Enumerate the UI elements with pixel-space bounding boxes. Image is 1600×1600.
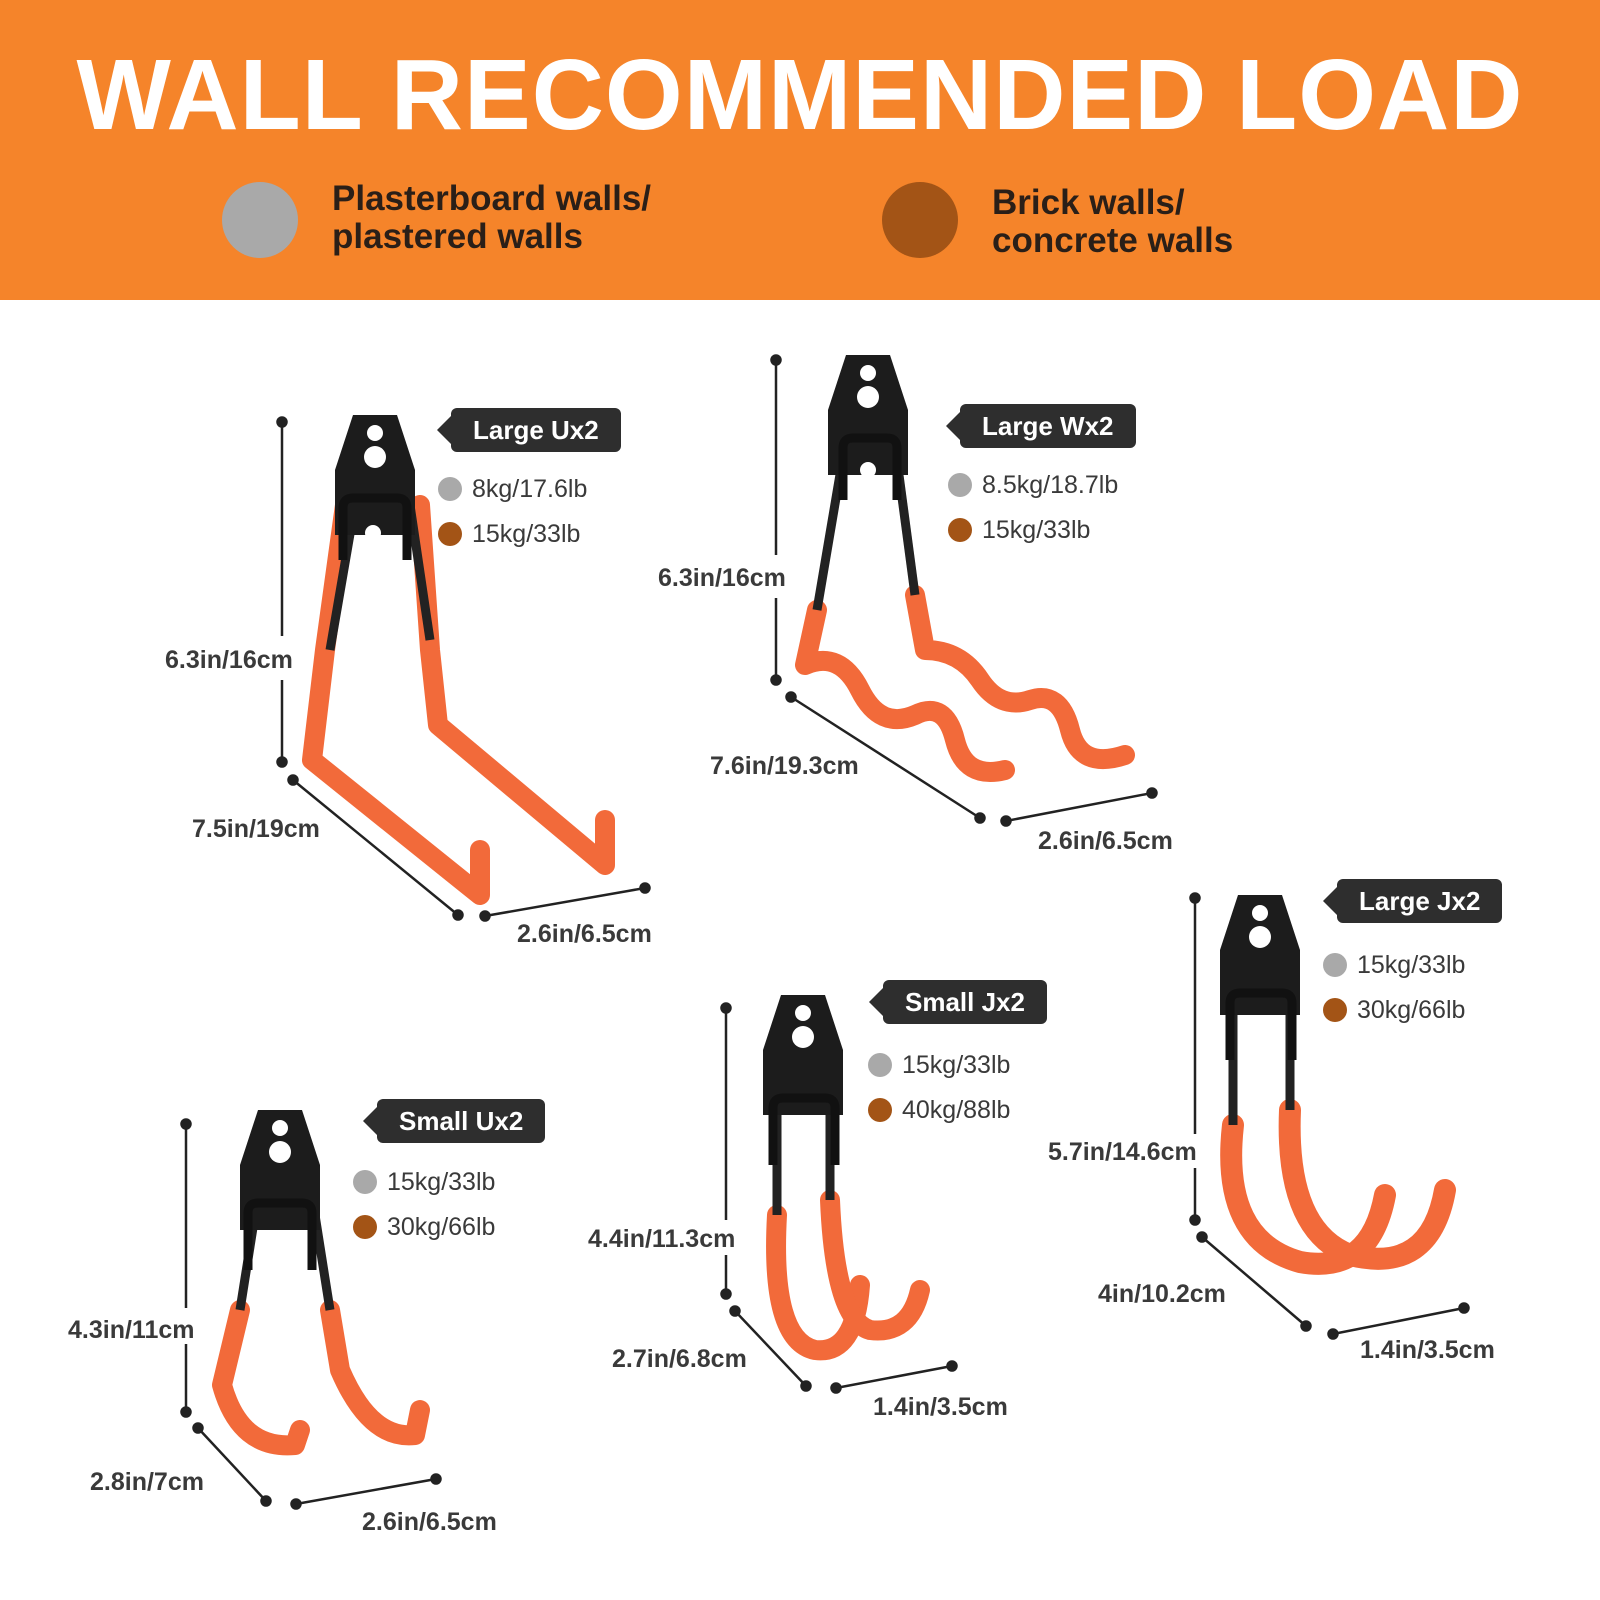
large-w-width: 2.6in/6.5cm — [1038, 827, 1173, 855]
hook-tag-large-w: Large Wx2 — [946, 404, 1136, 448]
large-j-height: 5.7in/14.6cm — [1048, 1138, 1197, 1166]
plaster-dot — [438, 477, 462, 501]
small-u-plaster-load: 15kg/33lb — [353, 1167, 495, 1197]
brick-dot — [868, 1098, 892, 1122]
small-u-width: 2.6in/6.5cm — [362, 1508, 497, 1536]
large-u-length: 7.5in/19cm — [192, 815, 320, 843]
hook-tag-small-j: Small Jx2 — [869, 980, 1047, 1024]
large-w-plaster-load: 8.5kg/18.7lb — [948, 470, 1118, 500]
hook-tag-large-u: Large Ux2 — [437, 408, 621, 452]
header-banner: WALL RECOMMENDED LOAD Plasterboard walls… — [0, 0, 1600, 300]
page-title: WALL RECOMMENDED LOAD — [76, 39, 1524, 151]
plaster-dot — [948, 473, 972, 497]
small-j-plaster-load: 15kg/33lb — [868, 1050, 1010, 1080]
dimension-lines — [180, 354, 1470, 1510]
small-j-width: 1.4in/3.5cm — [873, 1393, 1008, 1421]
large-w-length: 7.6in/19.3cm — [710, 752, 859, 780]
small-j-brick-load: 40kg/88lb — [868, 1095, 1010, 1125]
brick-dot — [948, 518, 972, 542]
hook-tag-small-u: Small Ux2 — [362, 1099, 546, 1143]
large-j-length: 4in/10.2cm — [1098, 1280, 1226, 1308]
plaster-dot — [1323, 953, 1347, 977]
brick-legend-dot — [882, 182, 958, 258]
large-u-plaster-load: 8kg/17.6lb — [438, 474, 587, 504]
large-w-hook-image — [795, 355, 1135, 782]
large-j-brick-load: 30kg/66lb — [1323, 995, 1465, 1025]
large-j-hook-image — [1220, 895, 1456, 1275]
brick-dot — [1323, 998, 1347, 1022]
large-u-hook-image — [302, 415, 615, 905]
small-u-length: 2.8in/7cm — [90, 1468, 204, 1496]
brick-dot — [353, 1215, 377, 1239]
plaster-legend-dot — [222, 182, 298, 258]
small-j-height: 4.4in/11.3cm — [588, 1225, 736, 1253]
large-u-height: 6.3in/16cm — [165, 646, 293, 674]
small-u-height: 4.3in/11cm — [68, 1316, 195, 1344]
plaster-legend-label: Plasterboard walls/ plastered walls — [332, 179, 652, 256]
large-j-width: 1.4in/3.5cm — [1360, 1336, 1495, 1364]
small-j-hook-image — [763, 995, 930, 1361]
brick-dot — [438, 522, 462, 546]
large-u-width: 2.6in/6.5cm — [517, 920, 652, 948]
plaster-dot — [868, 1053, 892, 1077]
hook-tag-large-j: Large Jx2 — [1322, 879, 1503, 923]
large-w-height: 6.3in/16cm — [658, 564, 786, 592]
brick-legend-label: Brick walls/ concrete walls — [992, 183, 1234, 260]
small-u-hook-image — [212, 1110, 430, 1456]
large-u-brick-load: 15kg/33lb — [438, 519, 580, 549]
large-j-plaster-load: 15kg/33lb — [1323, 950, 1465, 980]
small-j-length: 2.7in/6.8cm — [612, 1345, 747, 1373]
small-u-brick-load: 30kg/66lb — [353, 1212, 495, 1242]
plaster-dot — [353, 1170, 377, 1194]
large-w-brick-load: 15kg/33lb — [948, 515, 1090, 545]
